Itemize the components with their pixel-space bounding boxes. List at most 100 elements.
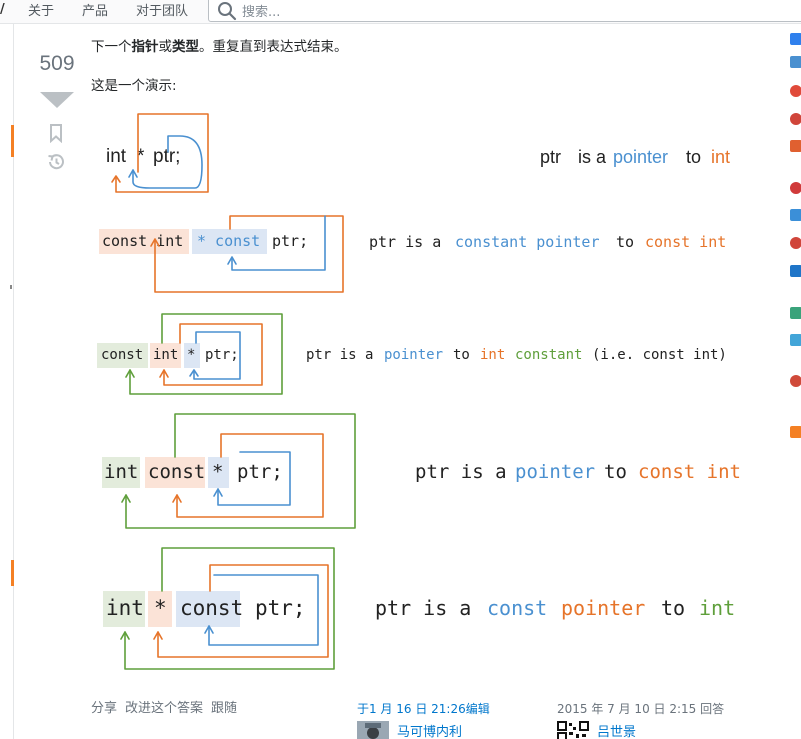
d4-blue-spiral	[217, 451, 291, 506]
d5-desc-const: const	[487, 596, 548, 620]
d3-chip-const	[97, 343, 148, 368]
sidebar-site-icon[interactable]	[790, 182, 801, 194]
left-rail-dot	[10, 285, 12, 289]
d4-desc-ptr-is-a: ptr is a	[415, 461, 507, 483]
d2-code-const-int: const int	[102, 232, 184, 250]
d4-code-ptr: ptr;	[237, 461, 283, 483]
d5-desc-pointer: pointer	[561, 596, 646, 620]
d5-code-star: *	[154, 596, 167, 620]
avatar-icon[interactable]	[357, 721, 389, 739]
sidebar-site-icon[interactable]	[790, 140, 801, 152]
d2-code-ptr: ptr;	[272, 232, 309, 250]
d1-blue-spiral	[132, 135, 203, 189]
d3-code-const: const	[101, 347, 144, 363]
d2-blue-spiral	[231, 215, 326, 271]
sidebar-site-icon[interactable]	[790, 209, 801, 221]
d2-desc-ptr-is-a: ptr is a	[369, 233, 442, 251]
sidebar-site-icon[interactable]	[790, 237, 801, 249]
sidebar-site-icon[interactable]	[790, 375, 801, 387]
d3-blue-spiral	[193, 331, 241, 380]
nav-products[interactable]: 产品	[82, 4, 109, 19]
nav-for-teams[interactable]: 对于团队	[136, 4, 189, 19]
d3-chip-star	[184, 343, 200, 368]
d1-code-int: int	[106, 146, 127, 167]
d3-desc-note: (i.e. const int)	[592, 347, 727, 363]
bookmark-icon[interactable]	[48, 123, 64, 143]
d5-desc-ptr-is-a: ptr is a	[375, 596, 472, 620]
d3-code-int: int	[153, 347, 179, 363]
nav-about[interactable]: 关于	[28, 4, 55, 19]
d4-chip-int	[102, 457, 140, 488]
d5-code-const: const	[180, 596, 244, 620]
d4-desc-const-int: const int	[638, 461, 741, 483]
answerer-name-link[interactable]: 吕世景	[597, 725, 637, 739]
d3-desc-to: to	[453, 347, 470, 363]
sidebar-site-icon[interactable]	[790, 113, 801, 125]
left-rail-divider	[13, 24, 14, 739]
d5-chip-int	[103, 591, 145, 627]
sidebar-site-icon[interactable]	[790, 334, 801, 346]
d3-chip-int	[150, 343, 181, 368]
d5-green-spiral	[124, 547, 335, 670]
left-rail-marker	[11, 560, 14, 586]
history-icon[interactable]	[46, 152, 66, 172]
d1-code-ptr: ptr;	[153, 146, 181, 167]
d1-desc-pointer: pointer	[613, 147, 669, 167]
d1-desc-ptr: ptr	[540, 147, 562, 167]
d2-chip-const-int	[99, 229, 189, 254]
sidebar-site-icon[interactable]	[790, 85, 801, 97]
d3-desc-pointer: pointer	[384, 347, 444, 363]
share-link[interactable]: 分享	[91, 701, 118, 716]
d3-desc-int: int	[480, 347, 506, 363]
sidebar-site-icon[interactable]	[790, 56, 801, 68]
d1-desc-int: int	[711, 147, 731, 167]
d3-desc-constant: constant	[515, 347, 583, 363]
post-paragraph: 下一个指针或类型。重复直到表达式结束。	[91, 35, 348, 55]
edited-timestamp-link[interactable]: 于1 月 16 日 21:26编辑	[357, 702, 490, 716]
post-bold-pointer: 指针	[131, 39, 159, 55]
d5-desc-to: to	[661, 596, 686, 620]
search-placeholder: 搜索...	[242, 5, 281, 20]
d5-orange-spiral	[157, 564, 329, 658]
d2-orange-spiral	[154, 215, 344, 293]
d2-desc-constant-pointer: constant pointer	[455, 233, 600, 251]
d5-desc-int: int	[699, 596, 736, 620]
post-text: 下一个	[91, 39, 132, 55]
d4-desc-pointer: pointer	[515, 461, 596, 483]
d3-green-spiral	[129, 313, 283, 395]
left-rail-active-marker	[11, 125, 14, 157]
d2-desc-to: to	[616, 233, 635, 251]
post-text: 。重复直到表达式结束。	[199, 39, 348, 55]
d5-chip-const	[176, 591, 240, 627]
d4-code-star: *	[212, 461, 224, 483]
d5-chip-star	[148, 591, 172, 627]
editor-name-link[interactable]: 马可博内利	[397, 725, 463, 739]
d2-code-star-const: * const	[197, 232, 261, 250]
d4-chip-const	[145, 457, 205, 488]
search-input[interactable]: 搜索...	[208, 0, 801, 22]
d5-code-ptr: ptr;	[255, 596, 306, 620]
post-text: 或	[158, 39, 173, 55]
d3-desc-ptr-is-a: ptr is a	[306, 347, 374, 363]
d1-orange-spiral	[115, 113, 209, 193]
follow-link[interactable]: 跟随	[211, 701, 238, 716]
d3-orange-spiral	[163, 323, 263, 386]
d2-chip-star-const	[192, 229, 267, 254]
rss-icon[interactable]	[790, 426, 801, 438]
post-bold-type: 类型	[172, 39, 199, 55]
qr-avatar-icon[interactable]	[557, 721, 589, 739]
d5-code-int: int	[106, 596, 144, 620]
d4-chip-star	[208, 457, 229, 488]
sidebar-site-icon[interactable]	[790, 307, 801, 319]
d4-code-const: const	[148, 461, 206, 483]
sidebar-site-icon[interactable]	[790, 265, 801, 277]
answered-timestamp: 2015 年 7 月 10 日 2:15 回答	[557, 702, 725, 716]
site-logo[interactable]: /	[0, 2, 5, 17]
vote-down-button[interactable]	[40, 92, 74, 108]
improve-answer-link[interactable]: 改进这个答案	[125, 701, 204, 716]
d4-desc-to: to	[604, 461, 627, 483]
sidebar-site-icon[interactable]	[790, 33, 801, 45]
d1-code-star: *	[137, 146, 145, 167]
d1-desc-isa: is a	[578, 147, 607, 167]
